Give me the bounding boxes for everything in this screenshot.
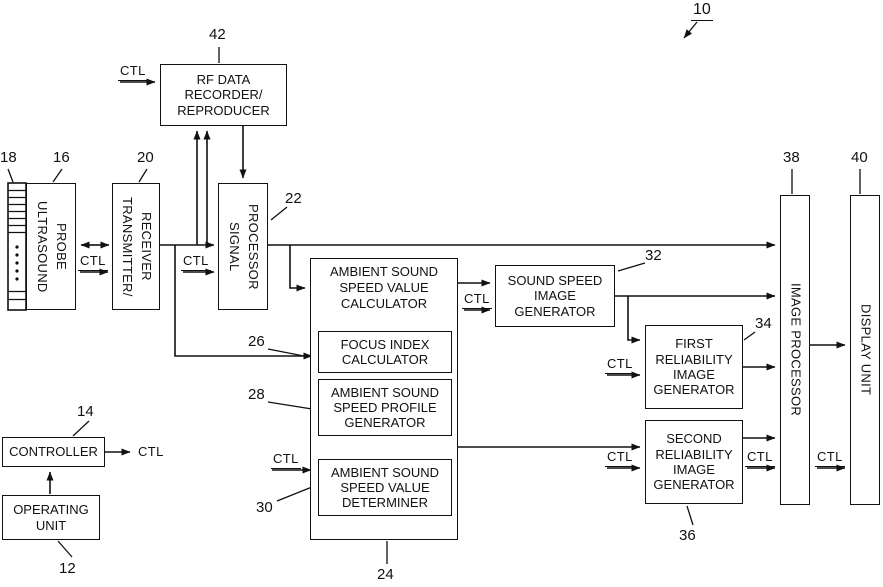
ctl-label-secondrel: CTL — [605, 449, 635, 467]
leader-28 — [267, 401, 313, 410]
display-unit-box: DISPLAY UNIT — [850, 195, 880, 505]
controller-label: CONTROLLER — [9, 444, 98, 460]
ctl-label-soundspeed: CTL — [462, 291, 492, 309]
rf-recorder-label: RF DATA RECORDER/ REPRODUCER — [177, 72, 270, 118]
ref-20: 20 — [137, 149, 154, 166]
ultrasound-probe-label: ULTRASOUND PROBE — [35, 200, 69, 293]
ctl-label-controller-out: CTL — [138, 444, 164, 459]
leader-36 — [686, 505, 694, 526]
ref-14: 14 — [77, 403, 94, 420]
leader-16 — [52, 168, 63, 183]
operating-unit-label: OPERATING UNIT — [13, 502, 89, 533]
ultrasound-probe-box: ULTRASOUND PROBE — [26, 183, 76, 310]
focus-index-box: FOCUS INDEX CALCULATOR — [318, 331, 452, 373]
signal-processor-box: SIGNAL PROCESSOR — [218, 183, 268, 310]
ref-34: 34 — [755, 315, 772, 332]
conn-branch-to-ambient — [289, 245, 306, 292]
signal-connectors — [46, 126, 846, 494]
speed-determiner-label: AMBIENT SOUND SPEED VALUE DETERMINER — [330, 464, 440, 511]
ref-12: 12 — [59, 560, 76, 577]
leader-20 — [138, 168, 148, 183]
figure-number: 10 — [691, 1, 713, 21]
conn-branch-to-focus — [174, 245, 313, 360]
ref-38: 38 — [783, 149, 800, 166]
display-unit-label: DISPLAY UNIT — [858, 304, 874, 396]
leader-18 — [7, 168, 14, 183]
ref-32: 32 — [645, 247, 662, 264]
image-processor-box: IMAGE PROCESSOR — [780, 195, 810, 505]
ctl-label-display: CTL — [815, 449, 845, 467]
signal-processor-label: SIGNAL PROCESSOR — [227, 203, 261, 290]
ref-40: 40 — [851, 149, 868, 166]
second-reliability-box: SECOND RELIABILITY IMAGE GENERATOR — [645, 420, 743, 504]
sound-speed-image-box: SOUND SPEED IMAGE GENERATOR — [495, 265, 615, 327]
leader-34 — [743, 331, 756, 341]
transmitter-receiver-box: TRANSMITTER/ RECEIVER — [112, 183, 160, 310]
rf-recorder-box: RF DATA RECORDER/ REPRODUCER — [160, 64, 287, 126]
sound-speed-image-label: SOUND SPEED IMAGE GENERATOR — [507, 273, 603, 319]
ctl-label-imageproc: CTL — [745, 449, 775, 467]
operating-unit-box: OPERATING UNIT — [2, 495, 100, 540]
ref-28: 28 — [248, 386, 265, 403]
probe-array-graphic — [7, 182, 27, 311]
leader-14 — [72, 420, 90, 437]
ctl-label-tx: CTL — [78, 253, 108, 271]
ref-18: 18 — [0, 149, 17, 166]
leader-32 — [617, 262, 646, 272]
ref-26: 26 — [248, 333, 265, 350]
ambient-calculator-label: AMBIENT SOUND SPEED VALUE CALCULATOR — [329, 264, 439, 311]
speed-determiner-box: AMBIENT SOUND SPEED VALUE DETERMINER — [318, 459, 452, 516]
speed-profile-label: AMBIENT SOUND SPEED PROFILE GENERATOR — [330, 384, 440, 431]
ctl-label-firstrel: CTL — [605, 356, 635, 374]
first-reliability-box: FIRST RELIABILITY IMAGE GENERATOR — [645, 325, 743, 409]
leader-26 — [267, 348, 310, 358]
ref-30: 30 — [256, 499, 273, 516]
ref-24: 24 — [377, 566, 394, 583]
leader-22 — [270, 206, 288, 221]
focus-index-label: FOCUS INDEX CALCULATOR — [340, 336, 430, 367]
ctl-connectors — [80, 78, 846, 474]
first-reliability-label: FIRST RELIABILITY IMAGE GENERATOR — [653, 336, 735, 398]
speed-profile-box: AMBIENT SOUND SPEED PROFILE GENERATOR — [318, 379, 452, 436]
ref-16: 16 — [53, 149, 70, 166]
ctl-label-rfrecorder: CTL — [118, 63, 148, 81]
image-processor-label: IMAGE PROCESSOR — [788, 283, 804, 417]
ctl-label-determiner: CTL — [271, 451, 301, 469]
conn-branch-to-firstrel — [627, 296, 641, 344]
ref-42: 42 — [209, 26, 226, 43]
leader-lines — [7, 21, 861, 564]
ref-22: 22 — [285, 190, 302, 207]
leader-10 — [683, 21, 698, 39]
ctl-label-signalproc: CTL — [181, 253, 211, 271]
ambient-calculator-box: AMBIENT SOUND SPEED VALUE CALCULATOR FOC… — [310, 258, 458, 540]
controller-box: CONTROLLER — [2, 437, 105, 467]
leader-30 — [276, 486, 313, 502]
leader-12 — [57, 540, 73, 558]
second-reliability-label: SECOND RELIABILITY IMAGE GENERATOR — [653, 431, 735, 493]
ref-36: 36 — [679, 527, 696, 544]
transmitter-receiver-label: TRANSMITTER/ RECEIVER — [120, 196, 154, 297]
